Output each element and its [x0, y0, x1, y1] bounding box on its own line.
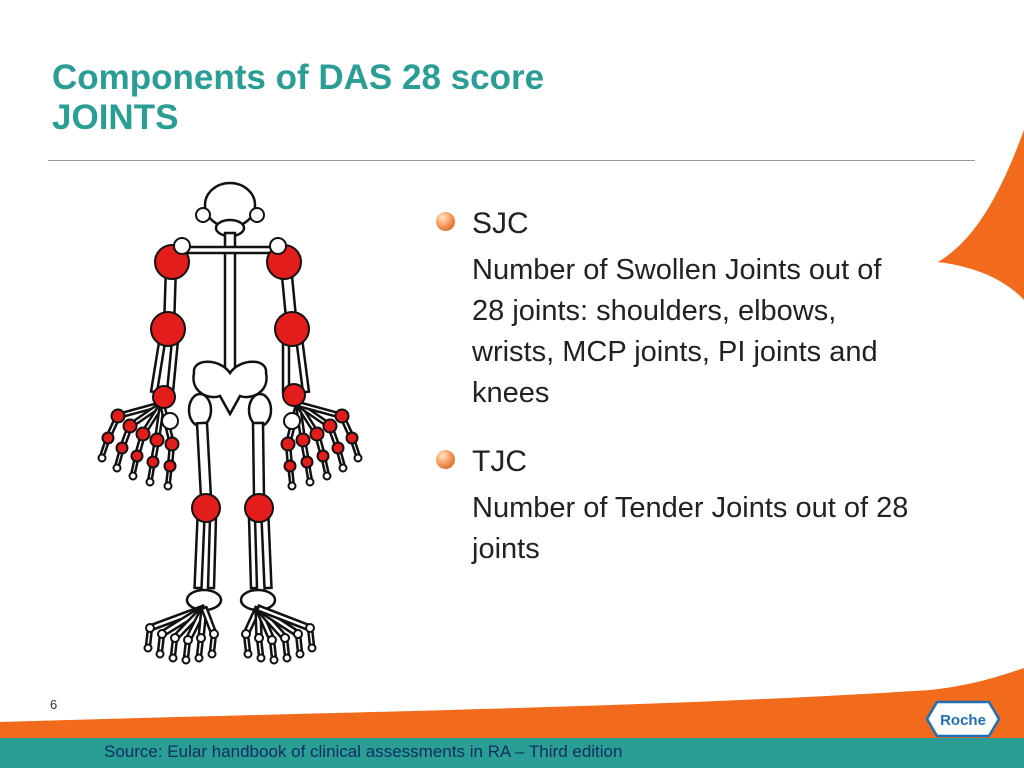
joint-marker [173, 237, 191, 255]
joint-marker [254, 633, 264, 643]
joint-marker [267, 635, 277, 645]
joint-marker [249, 207, 265, 223]
swollen-joint-marker [149, 432, 165, 448]
title-divider [48, 160, 975, 161]
joint-marker [322, 471, 332, 481]
swollen-joint-marker [101, 431, 115, 445]
orange-bullet-icon [436, 450, 455, 469]
joint-marker [97, 453, 107, 463]
joint-marker [287, 481, 297, 491]
bullet-description: Number of Swollen Joints out of 28 joint… [472, 254, 882, 409]
roche-logo-text: Roche [940, 712, 986, 729]
bullet-item-sjc: SJC Number of Swollen Joints out of 28 j… [436, 204, 916, 414]
joint-marker [305, 477, 315, 487]
roche-logo: Roche [925, 700, 1001, 738]
joint-marker [280, 633, 290, 643]
swollen-joint-marker [135, 426, 151, 442]
swollen-joint-marker [115, 441, 129, 455]
slide-title-line2: JOINTS [52, 98, 179, 137]
swollen-joint-marker [146, 455, 160, 469]
swollen-joint-marker [282, 383, 306, 407]
swollen-joint-marker [110, 408, 126, 424]
joint-marker [195, 207, 211, 223]
joint-marker [145, 477, 155, 487]
joint-marker [196, 633, 206, 643]
joint-marker [112, 463, 122, 473]
joint-marker [243, 649, 253, 659]
swollen-joint-marker [283, 459, 297, 473]
joint-marker [305, 623, 315, 633]
swollen-joint-marker [163, 459, 177, 473]
swollen-joint-marker [300, 455, 314, 469]
joint-marker [143, 643, 153, 653]
source-citation: Source: Eular handbook of clinical asses… [104, 742, 623, 761]
joint-marker [157, 629, 167, 639]
joint-marker [353, 453, 363, 463]
swollen-joint-marker [122, 418, 138, 434]
joint-marker [209, 629, 219, 639]
joint-marker [145, 623, 155, 633]
swollen-joint-marker [345, 431, 359, 445]
joint-skeleton-diagram [97, 181, 363, 665]
footer-band [0, 738, 1024, 768]
joint-marker [194, 653, 204, 663]
swollen-joint-marker [309, 426, 325, 442]
joint-marker [163, 481, 173, 491]
bullet-heading: SJC [472, 207, 529, 240]
joint-marker [241, 629, 251, 639]
bullet-heading: TJC [472, 445, 527, 478]
joint-marker [293, 629, 303, 639]
slide-title: Components of DAS 28 score JOINTS [52, 58, 544, 138]
swollen-joint-marker [295, 432, 311, 448]
bullet-item-tjc: TJC Number of Tender Joints out of 28 jo… [436, 442, 916, 570]
joint-marker [128, 471, 138, 481]
swollen-joint-marker [150, 311, 186, 347]
swollen-joint-marker [316, 449, 330, 463]
page-number: 6 [50, 697, 58, 712]
joint-marker [307, 643, 317, 653]
bullet-list: SJC Number of Swollen Joints out of 28 j… [436, 204, 916, 570]
joint-marker [269, 655, 279, 665]
swollen-joint-marker [274, 311, 310, 347]
joint-marker [283, 412, 301, 430]
joint-marker [256, 653, 266, 663]
joint-marker [161, 412, 179, 430]
swollen-joint-marker [130, 449, 144, 463]
joint-marker [183, 635, 193, 645]
joint-marker [295, 649, 305, 659]
swollen-joint-marker [331, 441, 345, 455]
slide-title-line1: Components of DAS 28 score [52, 58, 545, 97]
swollen-joint-marker [244, 493, 274, 523]
joint-marker [282, 653, 292, 663]
bullet-description: Number of Tender Joints out of 28 joints [472, 492, 909, 565]
swollen-joint-marker [152, 385, 176, 409]
swollen-joint-marker [164, 436, 180, 452]
swollen-joint-marker [322, 418, 338, 434]
swollen-joint-marker [280, 436, 296, 452]
joint-marker [269, 237, 287, 255]
joint-marker [207, 649, 217, 659]
joint-marker [338, 463, 348, 473]
swollen-joint-marker [334, 408, 350, 424]
joint-marker [170, 633, 180, 643]
joint-marker [155, 649, 165, 659]
swollen-joint-marker [191, 493, 221, 523]
orange-bullet-icon [436, 212, 455, 231]
joint-marker [168, 653, 178, 663]
joint-marker [181, 655, 191, 665]
pelvis [192, 360, 268, 417]
